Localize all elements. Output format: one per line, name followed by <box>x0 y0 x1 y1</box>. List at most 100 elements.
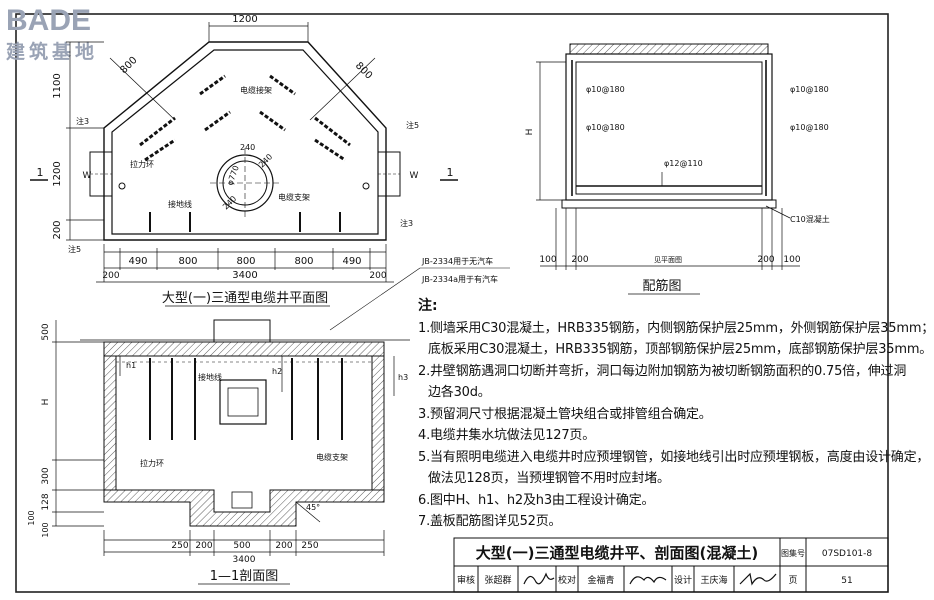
svg-text:H: H <box>525 129 535 136</box>
svg-text:200: 200 <box>52 220 63 239</box>
title-block-text: 大型(一)三通型电缆井平、剖面图(混凝土) 图集号 07SD101-8 审核 张… <box>457 544 872 586</box>
section-view <box>52 319 410 556</box>
svg-text:100: 100 <box>27 510 36 525</box>
section-text: 500 H 300 128 100 100 h1 h2 h3 接地线 拉力环 电… <box>27 323 408 585</box>
svg-text:王庆海: 王庆海 <box>700 574 727 586</box>
section-left-wall <box>103 355 117 491</box>
note-line: 做法见128页，当预埋钢管不用时应封堵。 <box>428 471 670 486</box>
rebar-c10-base <box>561 199 777 209</box>
note-line: 5.当有照明电缆进入电缆井时应预埋钢管，如接地线引出时应预埋钢板，高度由设计确定… <box>418 449 930 465</box>
reviewer-signature <box>523 572 555 585</box>
svg-text:拉力环: 拉力环 <box>130 159 154 169</box>
svg-text:800: 800 <box>178 256 197 267</box>
note-line: 7.盖板配筋图详见52页。 <box>418 514 562 529</box>
note-line: 3.预留洞尺寸根据混凝土管块组合或排管组合确定。 <box>418 406 712 422</box>
svg-text:500: 500 <box>233 541 250 551</box>
svg-text:注3: 注3 <box>76 116 89 126</box>
svg-text:1200: 1200 <box>232 14 257 25</box>
plan-view <box>30 22 458 283</box>
plan-bottom-supports <box>149 212 341 232</box>
svg-text:h3: h3 <box>398 373 408 382</box>
svg-text:φ10@180: φ10@180 <box>586 85 625 94</box>
note-line: 4.电缆井集水坑做法见127页。 <box>418 428 596 443</box>
svg-text:大型(一)三通型电缆井平面图: 大型(一)三通型电缆井平面图 <box>162 290 328 306</box>
svg-text:800: 800 <box>353 60 374 81</box>
svg-text:500: 500 <box>41 323 51 340</box>
svg-text:200: 200 <box>195 541 212 551</box>
designer-signature <box>739 572 777 586</box>
plan-dimensions <box>30 22 458 283</box>
section-dimensions <box>52 320 395 556</box>
svg-text:h2: h2 <box>272 367 282 376</box>
plan-inner-wall <box>111 49 379 235</box>
svg-text:800: 800 <box>118 55 139 76</box>
drawing-sheet: BADE 建筑基地 <box>6 4 889 593</box>
jb-labels: JB-2334用于无汽车 JB-2334a用于有汽车 <box>329 256 510 331</box>
rebar-cover-slab <box>569 43 769 55</box>
svg-text:07SD101-8: 07SD101-8 <box>822 549 873 559</box>
title-block <box>453 537 889 593</box>
svg-text:配筋图: 配筋图 <box>642 278 681 294</box>
svg-text:3400: 3400 <box>232 270 257 281</box>
svg-text:φ10@180: φ10@180 <box>790 123 829 132</box>
svg-text:大型(一)三通型电缆井平、剖面图(混凝土): 大型(一)三通型电缆井平、剖面图(混凝土) <box>476 544 758 562</box>
svg-text:电缆接架: 电缆接架 <box>240 85 272 95</box>
svg-text:100: 100 <box>783 255 800 265</box>
svg-text:800: 800 <box>236 256 255 267</box>
svg-text:200: 200 <box>102 271 119 281</box>
svg-text:W: W <box>410 171 419 181</box>
section-neck <box>213 319 271 343</box>
checker-signature <box>629 576 667 585</box>
plan-pull-ring <box>118 182 126 190</box>
rebar-view <box>536 43 800 270</box>
svg-text:φ10@180: φ10@180 <box>586 123 625 132</box>
svg-text:张超群: 张超群 <box>484 574 511 586</box>
rebar-text: φ10@180 φ10@180 φ10@180 φ10@180 φ12@110 … <box>525 85 830 295</box>
svg-text:1100: 1100 <box>52 73 63 98</box>
svg-text:注3: 注3 <box>400 218 413 228</box>
svg-text:1—1剖面图: 1—1剖面图 <box>210 569 279 584</box>
svg-text:校对: 校对 <box>558 574 576 586</box>
svg-text:200: 200 <box>757 255 774 265</box>
svg-text:490: 490 <box>342 256 361 267</box>
svg-text:300: 300 <box>41 467 51 484</box>
svg-text:800: 800 <box>294 256 313 267</box>
svg-text:200: 200 <box>275 541 292 551</box>
svg-text:接地线: 接地线 <box>198 372 222 382</box>
svg-text:h1: h1 <box>126 361 136 370</box>
svg-text:建筑基地: 建筑基地 <box>6 40 98 63</box>
drawing-frame <box>15 13 889 593</box>
svg-text:H: H <box>41 399 51 406</box>
section-supports <box>149 358 343 440</box>
svg-text:φ12@110: φ12@110 <box>664 159 703 168</box>
note-line: 6.图中H、h1、h2及h3由工程设计确定。 <box>418 492 655 508</box>
note-line: 边各30d。 <box>428 385 491 400</box>
svg-text:1: 1 <box>37 166 44 179</box>
svg-text:φ10@180: φ10@180 <box>790 85 829 94</box>
svg-text:审核: 审核 <box>457 574 475 586</box>
svg-text:见平面图: 见平面图 <box>654 256 682 264</box>
svg-text:设计: 设计 <box>674 574 692 586</box>
svg-text:200: 200 <box>571 255 588 265</box>
svg-text:图集号: 图集号 <box>781 548 805 558</box>
svg-text:128: 128 <box>41 493 51 510</box>
svg-text:W: W <box>83 171 92 181</box>
svg-text:拉力环: 拉力环 <box>140 458 164 468</box>
plan-cable-trays <box>139 74 351 162</box>
svg-text:250: 250 <box>171 541 188 551</box>
svg-text:1200: 1200 <box>52 161 63 186</box>
svg-text:C10混凝土: C10混凝土 <box>790 214 830 224</box>
svg-text:200: 200 <box>369 271 386 281</box>
svg-text:金福青: 金福青 <box>587 574 614 586</box>
svg-text:240: 240 <box>257 152 274 169</box>
svg-text:BADE: BADE <box>6 4 91 37</box>
svg-text:JB-2334用于无汽车: JB-2334用于无汽车 <box>421 256 493 266</box>
svg-text:250: 250 <box>301 541 318 551</box>
svg-text:JB-2334a用于有汽车: JB-2334a用于有汽车 <box>421 274 498 284</box>
section-top-slab <box>103 341 385 357</box>
svg-text:注5: 注5 <box>68 244 81 254</box>
note-line: 底板采用C30混凝土，HRB335钢筋，顶部钢筋保护层25mm，底部钢筋保护层3… <box>428 342 933 357</box>
bade-logo: BADE 建筑基地 <box>6 4 98 63</box>
svg-text:注5: 注5 <box>406 120 419 130</box>
svg-text:51: 51 <box>841 576 852 586</box>
